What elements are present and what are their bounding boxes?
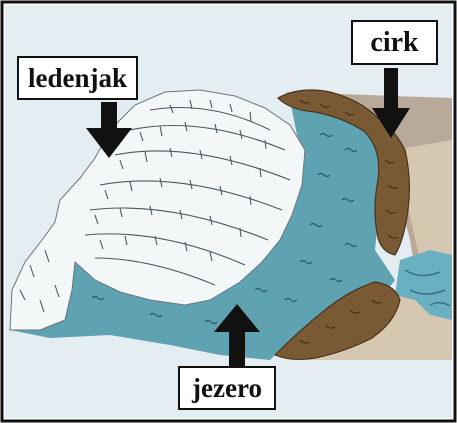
glacier-label: ledenjak: [17, 56, 138, 100]
cirque-label: cirk: [351, 20, 438, 65]
lake-label: jezero: [178, 366, 276, 410]
